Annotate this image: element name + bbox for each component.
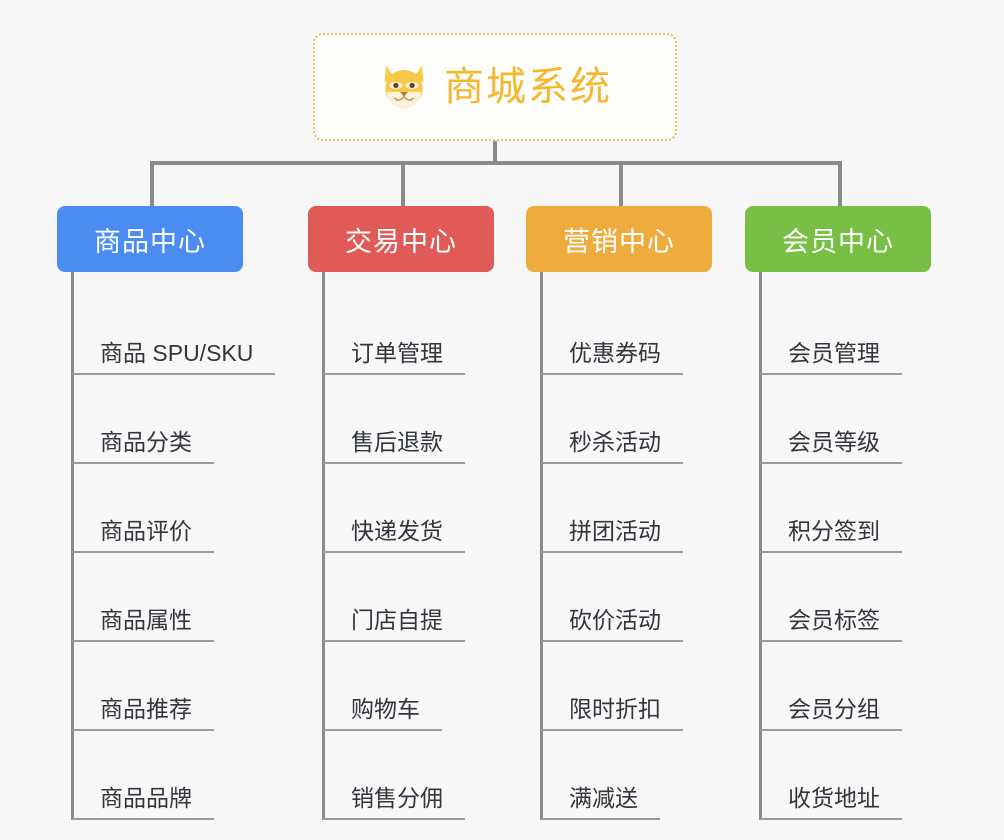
shiba-dog-face-icon [384, 65, 424, 109]
list-item[interactable]: 订单管理 [323, 286, 494, 375]
list-item[interactable]: 会员分组 [760, 642, 931, 731]
connector-drop-2 [401, 161, 405, 208]
branch-body-3: 优惠券码 秒杀活动 拼团活动 砍价活动 限时折扣 满减送 [526, 272, 712, 820]
list-item[interactable]: 拼团活动 [541, 464, 712, 553]
leaf-label: 商品评价 [72, 519, 214, 553]
branch-column-4: 会员中心 会员管理 会员等级 积分签到 会员标签 会员分组 收货地址 [745, 206, 931, 820]
branch-header-label-4: 会员中心 [782, 226, 894, 257]
leaf-label: 砍价活动 [541, 608, 683, 642]
list-item[interactable]: 快递发货 [323, 464, 494, 553]
leaf-label: 商品推荐 [72, 697, 214, 731]
list-item[interactable]: 满减送 [541, 731, 712, 820]
branch-trunk-1 [71, 272, 74, 820]
connector-drop-1 [150, 161, 154, 208]
branch-column-3: 营销中心 优惠券码 秒杀活动 拼团活动 砍价活动 限时折扣 满减送 [526, 206, 712, 820]
leaf-label: 积分签到 [760, 519, 902, 553]
branch-body-4: 会员管理 会员等级 积分签到 会员标签 会员分组 收货地址 [745, 272, 931, 820]
list-item[interactable]: 优惠券码 [541, 286, 712, 375]
leaf-label: 商品 SPU/SKU [72, 341, 276, 375]
leaf-label: 优惠券码 [541, 341, 683, 375]
connector-root-stem [493, 141, 497, 163]
branch-body-2: 订单管理 售后退款 快递发货 门店自提 购物车 销售分佣 [308, 272, 494, 820]
list-item[interactable]: 购物车 [323, 642, 494, 731]
leaf-label: 秒杀活动 [541, 430, 683, 464]
branch-header-label-2: 交易中心 [345, 226, 457, 257]
leaf-label: 商品品牌 [72, 786, 214, 820]
list-item[interactable]: 砍价活动 [541, 553, 712, 642]
list-item[interactable]: 秒杀活动 [541, 375, 712, 464]
branch-trunk-3 [540, 272, 543, 820]
leaf-label: 会员等级 [760, 430, 902, 464]
branch-trunk-2 [322, 272, 325, 820]
root-title: 商城系统 [444, 65, 612, 109]
branch-body-1: 商品 SPU/SKU 商品分类 商品评价 商品属性 商品推荐 商品品牌 [57, 272, 276, 820]
leaf-label: 商品属性 [72, 608, 214, 642]
list-item[interactable]: 商品 SPU/SKU [72, 286, 276, 375]
leaf-label: 购物车 [323, 697, 442, 731]
list-item[interactable]: 积分签到 [760, 464, 931, 553]
branch-header-1[interactable]: 商品中心 [57, 206, 243, 272]
branch-header-label-3: 营销中心 [563, 226, 675, 257]
connector-drop-3 [619, 161, 623, 208]
branch-header-4[interactable]: 会员中心 [745, 206, 931, 272]
leaf-label: 拼团活动 [541, 519, 683, 553]
branch-column-2: 交易中心 订单管理 售后退款 快递发货 门店自提 购物车 销售分佣 [308, 206, 494, 820]
list-item[interactable]: 售后退款 [323, 375, 494, 464]
list-item[interactable]: 门店自提 [323, 553, 494, 642]
leaf-label: 门店自提 [323, 608, 465, 642]
leaf-label: 会员标签 [760, 608, 902, 642]
leaf-label: 订单管理 [323, 341, 465, 375]
list-item[interactable]: 会员等级 [760, 375, 931, 464]
leaf-label: 售后退款 [323, 430, 465, 464]
root-node[interactable]: 商城系统 [313, 33, 677, 141]
list-item[interactable]: 商品推荐 [72, 642, 275, 731]
branch-header-2[interactable]: 交易中心 [308, 206, 494, 272]
leaf-label: 满减送 [541, 786, 660, 820]
list-item[interactable]: 商品分类 [72, 375, 275, 464]
list-item[interactable]: 商品评价 [72, 464, 275, 553]
list-item[interactable]: 收货地址 [760, 731, 931, 820]
leaf-label: 会员分组 [760, 697, 902, 731]
branch-header-label-1: 商品中心 [94, 226, 206, 257]
list-item[interactable]: 会员管理 [760, 286, 931, 375]
branch-header-3[interactable]: 营销中心 [526, 206, 712, 272]
connector-horizontal-bus [150, 161, 842, 165]
leaf-label: 商品分类 [72, 430, 214, 464]
branch-column-1: 商品中心 商品 SPU/SKU 商品分类 商品评价 商品属性 商品推荐 商品品牌 [57, 206, 276, 820]
leaf-label: 销售分佣 [323, 786, 465, 820]
list-item[interactable]: 商品属性 [72, 553, 275, 642]
list-item[interactable]: 会员标签 [760, 553, 931, 642]
leaf-label: 收货地址 [760, 786, 902, 820]
connector-drop-4 [838, 161, 842, 208]
list-item[interactable]: 商品品牌 [72, 731, 275, 820]
list-item[interactable]: 限时折扣 [541, 642, 712, 731]
leaf-label: 会员管理 [760, 341, 902, 375]
branch-trunk-4 [759, 272, 762, 820]
leaf-label: 限时折扣 [541, 697, 683, 731]
leaf-label: 快递发货 [323, 519, 465, 553]
list-item[interactable]: 销售分佣 [323, 731, 494, 820]
